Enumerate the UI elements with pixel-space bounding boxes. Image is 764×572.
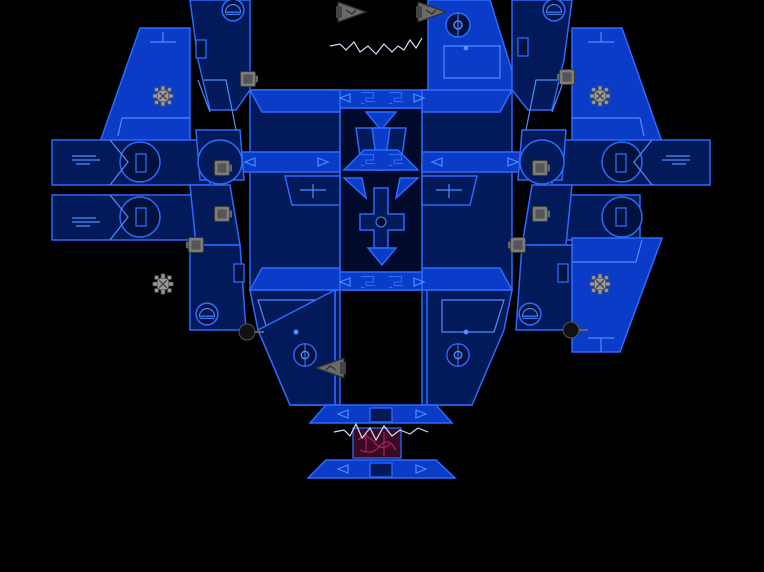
top-right-panel-eye[interactable]: [445, 12, 471, 38]
reactor-core-veins: [357, 432, 397, 456]
wing-left-upper-lines: [117, 32, 190, 137]
tail-right-dot: [463, 329, 469, 335]
top-left-ring[interactable]: [221, 0, 245, 22]
rim-lower-right: [421, 267, 514, 291]
pod-icon[interactable]: [214, 206, 233, 222]
gear-icon[interactable]: [152, 85, 174, 107]
top-right-strut: [511, 0, 573, 111]
wing-right-arm-upper-lines: [662, 155, 690, 165]
energy-arc-icon: [333, 422, 429, 442]
top-right-ring[interactable]: [542, 0, 566, 22]
gear-icon[interactable]: [589, 85, 611, 107]
aft-upper-arrows: [336, 409, 428, 419]
aft-upper-box: [369, 407, 393, 423]
top-right-dot: [463, 45, 469, 51]
wing-right-slot-upper: [615, 153, 627, 173]
emblem-bottom-arrow: [366, 247, 398, 267]
pod-icon[interactable]: [214, 160, 233, 176]
beam-left-arrows: [243, 157, 330, 167]
ship-hull: [51, 0, 711, 479]
wing-right-strut-lines: [525, 79, 565, 131]
rim-upper-left: [248, 89, 341, 113]
pod-icon[interactable]: [557, 69, 575, 85]
wing-right-upper: [571, 27, 664, 143]
wing-left-slot-lower: [135, 207, 147, 227]
wing-left-arm-lower-lines: [72, 217, 100, 227]
wing-left-lower-slot: [233, 263, 245, 283]
wing-left-strut-lines: [197, 79, 237, 131]
hatch-icon: [238, 323, 256, 341]
thruster-icon[interactable]: [336, 1, 367, 23]
pod-icon[interactable]: [508, 237, 526, 253]
tail-right-eye[interactable]: [446, 343, 470, 367]
wing-right-arm-bevels: [633, 139, 653, 186]
node-right-mark: [436, 184, 462, 198]
emblem-center-eye: [375, 216, 387, 228]
rim-lower-left: [248, 267, 341, 291]
top-right-panel-frame: [443, 45, 501, 79]
pod-icon[interactable]: [532, 160, 551, 176]
wing-left-slot-upper: [135, 153, 147, 173]
emblem-top-arrow: [364, 111, 398, 132]
pod-icon[interactable]: [532, 206, 551, 222]
pod-icon[interactable]: [240, 71, 259, 87]
node-left-mark: [300, 184, 326, 198]
wing-right-lower: [571, 237, 664, 353]
wing-right-slot-lower: [615, 207, 627, 227]
pod-icon[interactable]: [186, 237, 204, 253]
beam-right-arrows: [430, 157, 520, 167]
wing-left-arm-upper-lines: [72, 155, 100, 165]
wing-left-lower-ring[interactable]: [195, 302, 219, 326]
bridge-mid-arrows: [338, 277, 426, 287]
emblem-left-fin: [342, 177, 368, 201]
wing-left-arm-bevels: [109, 139, 129, 241]
wing-right-lower-lines: [572, 239, 643, 352]
tail-left-dot: [293, 329, 299, 335]
prong-lower-right: [426, 289, 513, 406]
reactor-core-icon: [352, 427, 402, 459]
prong-right-detail: [441, 299, 505, 333]
gear-icon[interactable]: [152, 273, 174, 295]
wing-left-upper: [98, 27, 191, 143]
wing-right-lower-slot: [557, 263, 569, 283]
emblem-right-fin: [394, 177, 420, 201]
wing-right-lower-ring[interactable]: [518, 302, 542, 326]
tail-left-eye[interactable]: [293, 343, 317, 367]
top-left-slot: [195, 39, 207, 59]
wing-right-upper-lines: [572, 32, 645, 137]
gear-icon[interactable]: [589, 273, 611, 295]
aft-lower-arrows: [336, 464, 428, 474]
aft-lower-box: [369, 462, 393, 478]
top-right-slot: [517, 37, 529, 57]
hatch-stems: [255, 329, 588, 333]
energy-arc-icon: [329, 37, 423, 55]
hatch-icon: [562, 321, 580, 339]
ship-parts: [152, 1, 611, 442]
bridge-top-arrows: [338, 93, 426, 103]
top-left-strut: [189, 0, 251, 111]
rim-upper-right: [421, 89, 514, 113]
